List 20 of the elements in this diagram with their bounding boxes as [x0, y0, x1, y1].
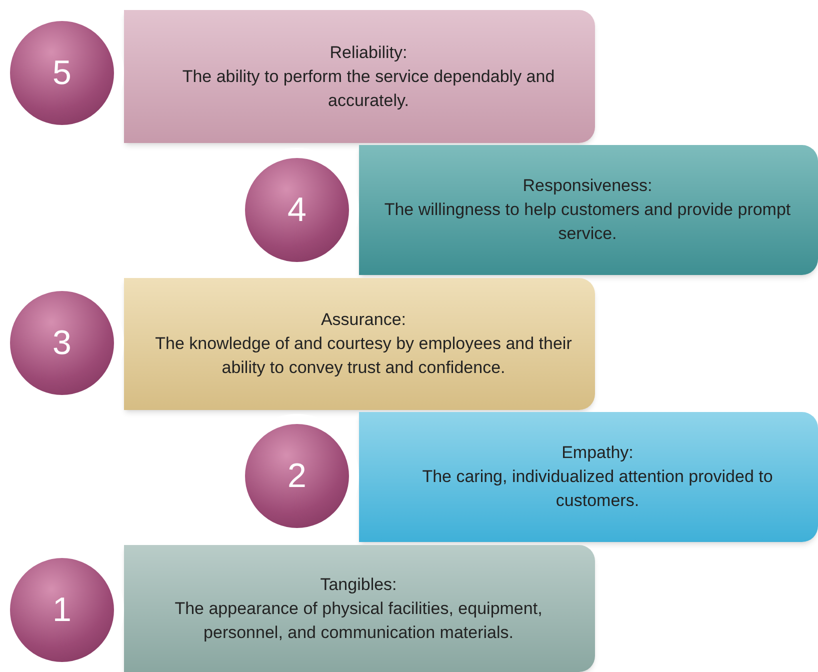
- band: [124, 545, 595, 672]
- band-heading: Responsiveness:: [522, 175, 652, 197]
- band-description: The ability to perform the service dependably and accurately.: [181, 66, 556, 112]
- band-heading: Empathy:: [562, 442, 634, 464]
- number-label: 4: [288, 190, 306, 230]
- band: [124, 278, 595, 410]
- band-heading: Tangibles:: [320, 574, 397, 596]
- number-label: 1: [52, 590, 72, 630]
- band-description: The willingness to help customers and provide prompt service.: [383, 199, 792, 245]
- band-description: The caring, individualized attention provided to customers.: [421, 466, 774, 512]
- band-description: The appearance of physical facilities, equipment, personnel, and communication materials.: [174, 598, 544, 644]
- number-label: 2: [288, 456, 306, 496]
- band-heading: Reliability:: [330, 42, 408, 64]
- band-heading: Assurance:: [320, 309, 406, 331]
- number-label: 3: [52, 322, 72, 364]
- band: [359, 145, 818, 275]
- band: [124, 10, 595, 143]
- band-description: The knowledge of and courtesy by employees and their ability to convey trust and confidence.: [154, 333, 573, 379]
- number-label: 5: [52, 52, 72, 94]
- band: [359, 412, 818, 542]
